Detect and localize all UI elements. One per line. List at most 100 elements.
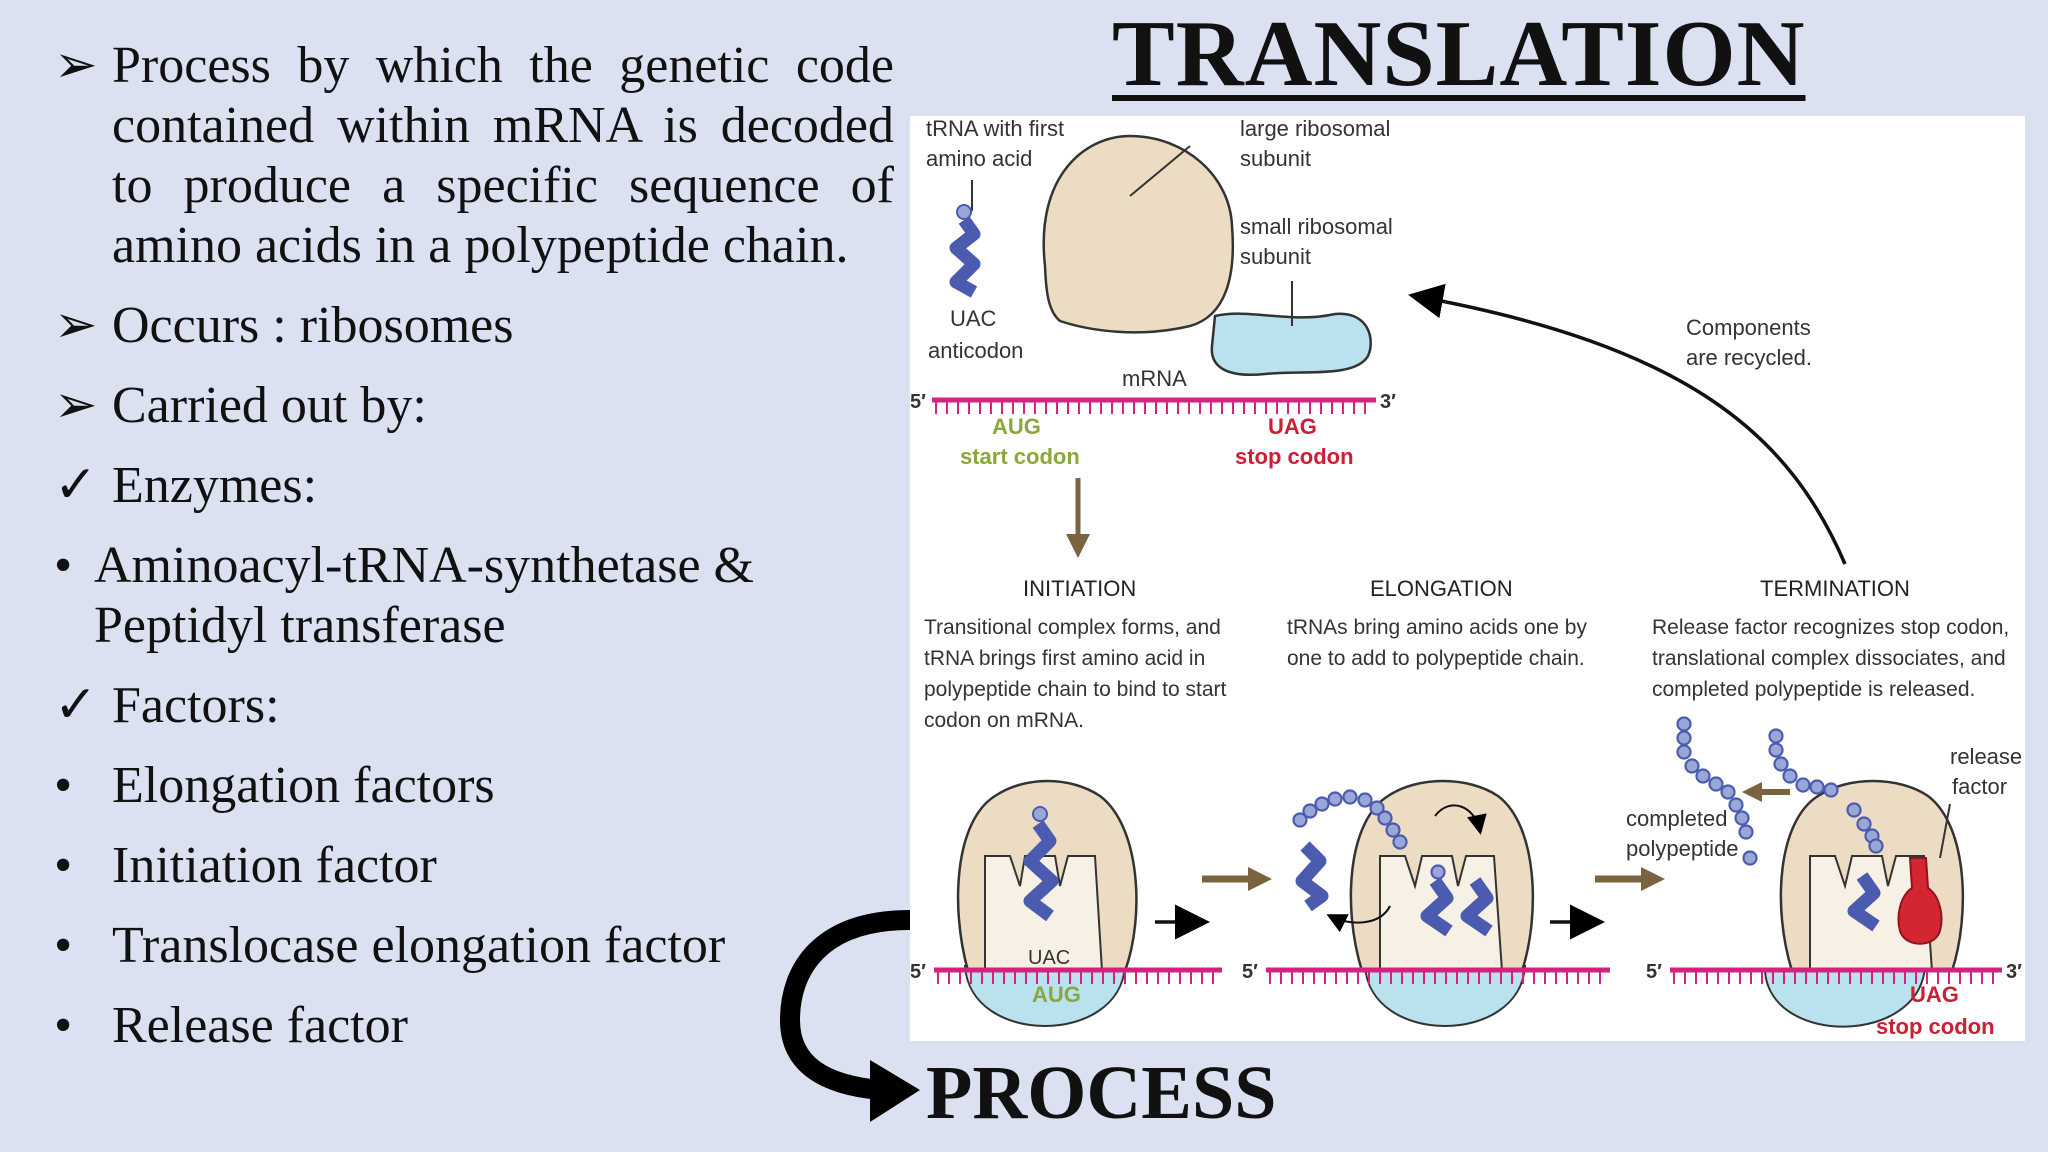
polypeptide-chain: [1676, 716, 1758, 866]
bullet-text: Release factor: [112, 997, 408, 1054]
dot-bullet-icon: •: [54, 537, 73, 594]
amino-acid-bead: [1292, 812, 1308, 828]
dot-bullet-icon: •: [54, 997, 73, 1054]
amino-acid-bead: [1392, 834, 1408, 850]
stage-desc-line: tRNA brings first amino acid in: [924, 647, 1205, 670]
dot-bullet-icon: •: [54, 757, 73, 814]
amino-acid-bead: [1782, 768, 1798, 784]
small-ribosomal-subunit: small ribosomal subunit: [1210, 214, 1393, 377]
bullet-item: • Aminoacyl-tRNA-synthetase & Peptidyl tr…: [54, 536, 894, 656]
trna-first-amino-acid: tRNA with first amino acid UAC anticodon: [926, 116, 1064, 363]
mrna-ticks: [1269, 970, 1601, 984]
anticodon-label: anticodon: [928, 338, 1023, 363]
trna-label-line2: amino acid: [926, 146, 1032, 171]
dot-bullet-icon: •: [54, 917, 73, 974]
amino-acid-bead: [1768, 742, 1784, 758]
mrna-ticks: [937, 970, 1214, 984]
completed-polypeptide-label-line1: completed: [1626, 806, 1728, 831]
amino-acid-bead: [1708, 776, 1724, 792]
amino-acid-bead: [1377, 810, 1393, 826]
stage-desc-line: one to add to polypeptide chain.: [1287, 647, 1585, 670]
stage-desc-line: polypeptide chain to bind to start: [924, 678, 1227, 701]
amino-acid-bead: [1342, 789, 1358, 805]
stage-name: TERMINATION: [1760, 576, 1910, 601]
checkmark-icon: ✓: [54, 677, 98, 734]
bullet-text: Factors:: [112, 677, 280, 734]
stage-desc-line: codon on mRNA.: [924, 709, 1084, 732]
initiation-ribosome: UAC 5′ AUG: [910, 779, 1222, 1027]
polypeptide-chain: [1768, 728, 1884, 854]
mrna-ticks: [1673, 970, 1994, 984]
five-prime-label: 5′: [910, 391, 926, 413]
amino-acid-bead: [1695, 768, 1711, 784]
bullet-text: Initiation factor: [112, 837, 437, 894]
stage-name: INITIATION: [1023, 576, 1136, 601]
mrna-strand-top: mRNA 5′ 3′ AUG start codon UAG stop codo…: [910, 366, 1396, 469]
five-prime-label: 5′: [910, 961, 926, 983]
bullet-text: Enzymes:: [112, 457, 318, 514]
mrna-label: mRNA: [1122, 366, 1187, 391]
amino-acid-bead: [1357, 792, 1373, 808]
amino-acid-bead: [1768, 728, 1784, 744]
amino-acid-bead: [1809, 779, 1825, 795]
three-prime-label: 3′: [2006, 961, 2022, 983]
anticodon-code: UAC: [950, 306, 997, 331]
amino-acid-bead: [1369, 800, 1385, 816]
bullet-list: ➢Process by which the genetic code conta…: [54, 36, 894, 1076]
amino-acid-bead: [1676, 744, 1692, 760]
large-subunit-label-line1: large ribosomal: [1240, 116, 1390, 141]
trna-shape: [949, 216, 981, 298]
start-codon-code: AUG: [992, 414, 1041, 439]
amino-acid-bead: [1327, 791, 1343, 807]
completed-polypeptide-label-line2: polypeptide: [1626, 836, 1739, 861]
stop-codon-code-top: UAG: [1268, 414, 1317, 439]
arrowhead-bullet-icon: ➢: [54, 37, 98, 94]
translation-diagram: tRNA with first amino acid UAC anticodon…: [910, 116, 2022, 1039]
exiting-trna: [1295, 841, 1329, 912]
stop-codon-label-bottom: stop codon: [1876, 1014, 1995, 1039]
amino-acid-bead: [1676, 730, 1692, 746]
recycle-arrow-icon: Components are recycled.: [1408, 283, 1847, 565]
polypeptide-chain: [1292, 789, 1446, 880]
translation-diagram-panel: tRNA with first amino acid UAC anticodon…: [910, 116, 2025, 1041]
bullet-text: Carried out by:: [112, 377, 427, 434]
large-ribosomal-subunit: large ribosomal subunit: [1042, 116, 1390, 334]
amino-acid-bead: [1720, 784, 1736, 800]
stage-desc-line: completed polypeptide is released.: [1652, 678, 1975, 701]
transition-arrow-icon: [1202, 867, 1272, 891]
amino-acid-bead: [1728, 797, 1744, 813]
down-arrow-icon: [1066, 478, 1090, 558]
stage-elongation: ELONGATION tRNAs bring amino acids one b…: [1287, 576, 1587, 670]
bullet-item: •Initiation factor: [54, 836, 894, 896]
bullet-text: Elongation factors: [112, 757, 495, 814]
amino-acid-bead: [1795, 777, 1811, 793]
release-factor-label-line1: release: [1950, 744, 2022, 769]
release-factor-label-line2: factor: [1952, 774, 2007, 799]
amino-acid-bead: [1738, 824, 1754, 840]
bullet-text: Aminoacyl-tRNA-synthetase & Peptidyl tra…: [94, 537, 754, 654]
stop-codon-label-top: stop codon: [1235, 444, 1354, 469]
bullet-text: Translocase elongation factor: [112, 917, 726, 974]
start-codon-code-bottom: AUG: [1032, 982, 1081, 1007]
bullet-text: Occurs : ribosomes: [112, 297, 514, 354]
amino-acid-bead: [1742, 850, 1758, 866]
bullet-item: ✓Factors:: [54, 676, 894, 736]
mrna-ticks: [935, 400, 1366, 414]
amino-acid-bead: [1773, 756, 1789, 772]
recycle-label-line2: are recycled.: [1686, 345, 1812, 370]
amino-acid-bead: [1314, 796, 1330, 812]
small-subunit-label-line1: small ribosomal: [1240, 214, 1393, 239]
stage-desc-line: Release factor recognizes stop codon,: [1652, 616, 2009, 639]
amino-acid-bead: [1684, 758, 1700, 774]
elongation-ribosome: 5′: [1242, 779, 1610, 1027]
amino-acid-bead: [1385, 822, 1401, 838]
bullet-text: Process by which the genetic code contai…: [112, 37, 894, 274]
stage-termination: TERMINATION Release factor recognizes st…: [1652, 576, 2009, 701]
amino-acid-bead: [1846, 802, 1862, 818]
small-subunit-label-line2: subunit: [1240, 244, 1311, 269]
stage-desc-line: tRNAs bring amino acids one by: [1287, 616, 1587, 639]
amino-acid-bead: [1734, 810, 1750, 826]
amino-acid-bead: [1868, 838, 1884, 854]
release-factor-shape: [1897, 857, 1943, 945]
amino-acid-bead: [1430, 864, 1446, 880]
